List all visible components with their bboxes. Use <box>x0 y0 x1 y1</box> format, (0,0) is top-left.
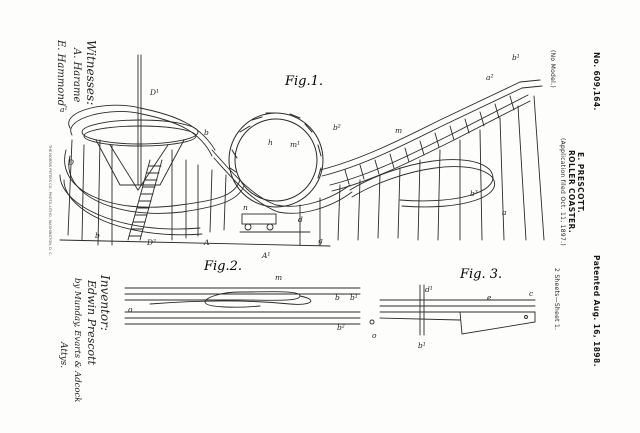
ref-g: g <box>318 236 323 245</box>
coaster-car <box>239 213 311 233</box>
ref-d: d <box>298 215 303 224</box>
ref-m-fig2: m <box>275 273 282 282</box>
ref-A: A <box>203 238 210 247</box>
ref-b2: b² <box>333 123 341 132</box>
ref-b2-fig2: b² <box>337 323 345 332</box>
ground-line <box>59 239 331 247</box>
fig3-track-detail <box>369 284 536 336</box>
ref-D2: D² <box>146 238 156 247</box>
right-posts <box>299 95 545 246</box>
ref-D: D <box>67 158 74 167</box>
ref-d1-fig3: d¹ <box>425 285 433 294</box>
ref-c: c <box>529 289 534 298</box>
left-loop-track <box>59 104 245 236</box>
ref-b1-fig2: b¹ <box>350 293 358 302</box>
ref-A1: A¹ <box>261 251 270 260</box>
ref-m: m <box>395 126 402 135</box>
ref-a1: a¹ <box>60 105 67 114</box>
left-posts <box>67 139 227 246</box>
ref-b3: b³ <box>470 189 478 198</box>
loop-approach-track <box>211 149 353 214</box>
ref-o-fig3: o <box>372 331 377 340</box>
ref-h: h <box>268 138 273 147</box>
vertical-loop <box>228 112 324 208</box>
ref-e: e <box>487 293 492 302</box>
ref-b: b <box>204 128 209 137</box>
ref-m1: m¹ <box>290 140 300 149</box>
ref-o: o <box>128 305 133 314</box>
ref-b-low: b <box>95 231 100 240</box>
ref-a: a <box>502 208 506 217</box>
ref-D1: D¹ <box>149 88 159 97</box>
fig2-track-plan <box>124 287 361 325</box>
ref-n: n <box>243 203 248 212</box>
fig1-label: Fig.1. <box>284 74 323 89</box>
fig2-label: Fig.2. <box>203 259 242 274</box>
stairway <box>127 159 163 241</box>
ref-a2: a² <box>486 73 493 82</box>
ref-b1-fig3: b¹ <box>418 341 426 350</box>
right-curve-track <box>349 159 495 208</box>
incline-track <box>319 79 543 192</box>
ref-b-fig2: b <box>335 293 340 302</box>
ref-b1: b¹ <box>512 53 520 62</box>
fig3-label: Fig. 3. <box>459 267 502 282</box>
